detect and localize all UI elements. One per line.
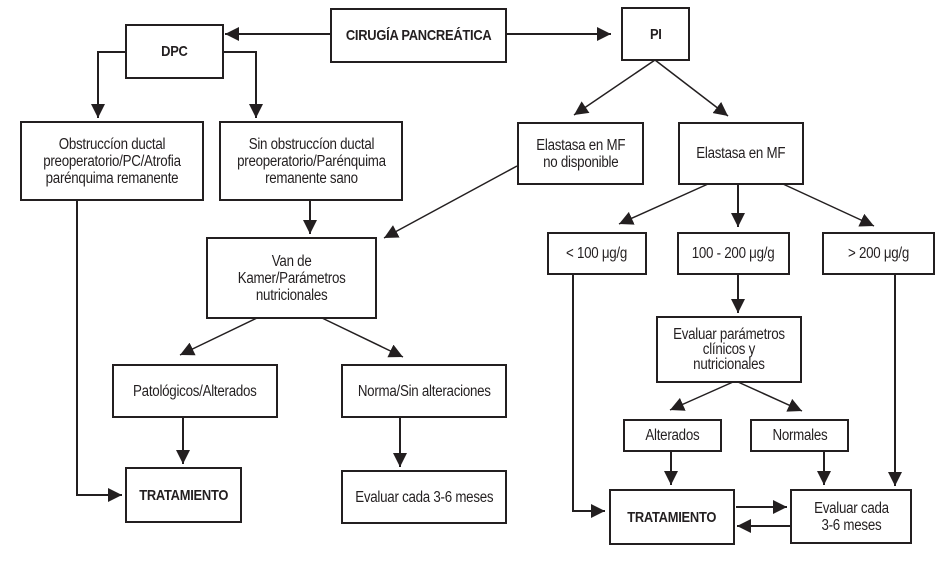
- node-label: Obstruccíon ductal preoperatorio/PC/Atro…: [43, 135, 181, 187]
- node-evaluar-cada-right: Evaluar cada 3-6 meses: [790, 489, 912, 544]
- node-patologicos-alterados: Patológicos/Alterados: [112, 364, 278, 418]
- node-label: Patológicos/Alterados: [133, 382, 257, 400]
- node-alterados: Alterados: [623, 419, 722, 452]
- node-cirugia-pancreatica: CIRUGÍA PANCREÁTICA: [330, 8, 507, 63]
- node-label: Normales: [772, 427, 827, 444]
- arrow-elastasa-lt100: [618, 183, 709, 225]
- node-label: 100 - 200 μg/g: [692, 245, 775, 262]
- node-label: TRATAMIENTO: [627, 508, 717, 526]
- arrow-evaluar-parametros-alterados: [669, 381, 734, 411]
- node-dpc: DPC: [125, 24, 224, 79]
- node-pi: PI: [621, 7, 690, 61]
- node-label: CIRUGÍA PANCREÁTICA: [345, 27, 492, 44]
- node-evaluar-parametros: Evaluar parámetros clínicos y nutriciona…: [656, 316, 802, 383]
- arrow-elastasa-no-disponible-vandekamer: [383, 165, 518, 239]
- arrow-vandekamer-norma: [321, 317, 404, 358]
- arrow-elastasa-gt200: [782, 183, 875, 227]
- node-norma-sin-alteraciones: Norma/Sin alteraciones: [341, 364, 507, 418]
- node-label: Van de Kamer/Parámetros nutricionales: [237, 252, 346, 304]
- node-elastasa-en-mf: Elastasa en MF: [678, 122, 804, 185]
- node-label: DPC: [161, 43, 188, 60]
- node-tratamiento-left: TRATAMIENTO: [125, 467, 242, 523]
- arrow-dpc-sin-obstruccion: [223, 51, 263, 118]
- arrow-vandekamer-patologicos: [179, 317, 258, 356]
- node-label: Norma/Sin alteraciones: [357, 382, 491, 400]
- node-sin-obstruccion-ductal: Sin obstruccíon ductal preoperatorio/Par…: [219, 121, 403, 201]
- node-label: Elastasa en MF no disponible: [535, 136, 625, 171]
- node-tratamiento-right: TRATAMIENTO: [609, 489, 735, 545]
- node-obstruccion-ductal: Obstruccíon ductal preoperatorio/PC/Atro…: [20, 121, 204, 201]
- node-van-de-kamer: Van de Kamer/Parámetros nutricionales: [206, 237, 377, 319]
- node-normales: Normales: [750, 419, 849, 452]
- arrow-obstruccion-tratamiento: [76, 200, 122, 502]
- node-gt-200: > 200 μg/g: [822, 232, 935, 275]
- node-label: > 200 μg/g: [847, 245, 910, 262]
- node-label: < 100 μg/g: [566, 245, 628, 262]
- node-label: Alterados: [645, 427, 700, 444]
- arrow-lt100-tratamiento: [572, 272, 605, 518]
- node-label: Sin obstruccíon ductal preoperatorio/Par…: [236, 135, 386, 187]
- node-label: PI: [649, 25, 662, 43]
- node-evaluar-cada-left: Evaluar cada 3-6 meses: [341, 470, 507, 524]
- arrow-pi-elastasa-no-disponible: [573, 59, 656, 116]
- node-label: Evaluar parámetros clínicos y nutriciona…: [673, 326, 785, 373]
- node-label: TRATAMIENTO: [139, 486, 228, 504]
- node-label: Evaluar cada 3-6 meses: [813, 499, 889, 534]
- node-elastasa-no-disponible: Elastasa en MF no disponible: [517, 122, 644, 185]
- arrow-pi-elastasa: [654, 59, 729, 117]
- node-label: Elastasa en MF: [696, 145, 786, 162]
- node-label: Evaluar cada 3-6 meses: [354, 488, 494, 506]
- node-lt-100: < 100 μg/g: [547, 232, 647, 275]
- node-100-200: 100 - 200 μg/g: [677, 232, 790, 275]
- arrow-dpc-obstruccion: [91, 51, 125, 118]
- arrow-evaluar-parametros-normales: [737, 381, 803, 412]
